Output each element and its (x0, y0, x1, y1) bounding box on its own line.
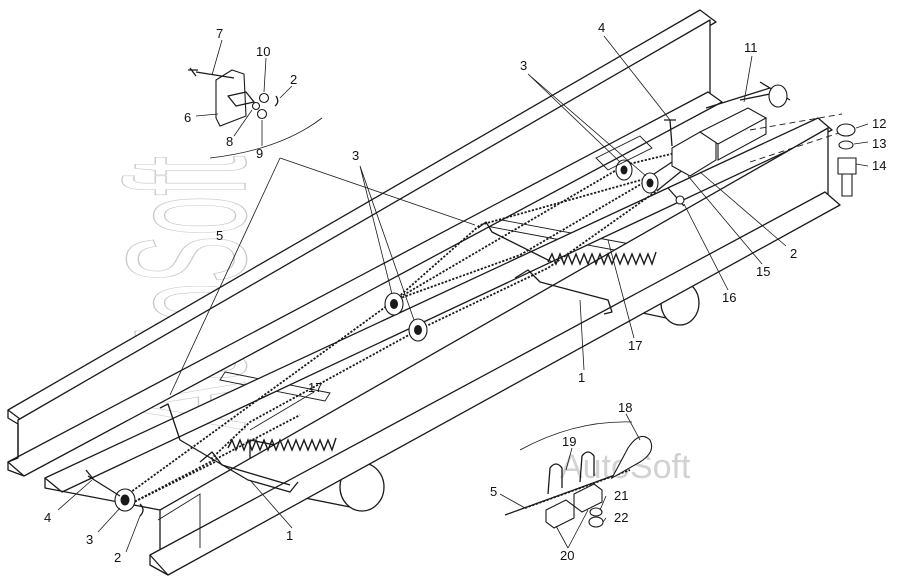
adjuster-housing (698, 107, 768, 161)
callout-20: 20 (560, 548, 574, 563)
right-rail-top-flange (44, 117, 833, 493)
bolt-7 (188, 67, 235, 79)
bracket-6 (215, 69, 247, 127)
right-fasteners (836, 123, 857, 197)
cable-upper-run (394, 177, 649, 301)
pulley-front-upper (615, 159, 633, 181)
right-rail-end-cut (157, 493, 201, 548)
left-rail-top-flange (7, 9, 717, 423)
callout-4: 4 (598, 20, 605, 35)
callout-5: 5 (216, 228, 223, 243)
u-bolt-19b (579, 451, 595, 483)
callout-13: 13 (872, 136, 886, 151)
callout-17: 17 (308, 380, 322, 395)
callout-15: 15 (756, 264, 770, 279)
rear-spring (227, 437, 337, 453)
callout-19: 19 (562, 434, 576, 449)
pulley-front-lower (641, 172, 659, 194)
callout-16: 16 (722, 290, 736, 305)
callout-12: 12 (872, 116, 886, 131)
lever-end-11 (768, 84, 788, 108)
callout-3: 3 (86, 532, 93, 547)
cross-strip-2 (219, 371, 331, 402)
cotter-pin-2-top (274, 95, 279, 107)
cable-long-top (119, 149, 689, 501)
callout-22: 22 (614, 510, 628, 525)
cable-eye-18 (610, 435, 653, 480)
nut-9 (256, 108, 268, 120)
front-bracket-1 (514, 269, 613, 315)
leader-lines (57, 35, 869, 553)
springs (227, 251, 657, 453)
pulleys (85, 159, 659, 517)
rear-pulley-bolt (85, 469, 121, 497)
nut-16 (675, 195, 685, 205)
callout-2: 2 (114, 550, 121, 565)
bracket-6-tab (227, 91, 255, 107)
cables (119, 149, 696, 506)
bolt-14 (837, 157, 857, 197)
equalizer-dashed-link (749, 113, 843, 163)
callout-3: 3 (352, 148, 359, 163)
nut-22 (588, 516, 604, 528)
callout-11: 11 (744, 40, 758, 55)
front-spring (547, 251, 657, 267)
nut-12 (836, 123, 856, 137)
pulley-mid-lower (408, 318, 428, 342)
callout-1: 1 (578, 370, 585, 385)
callout-1: 1 (286, 528, 293, 543)
inset-leader-2 (169, 157, 281, 396)
washer-13 (838, 140, 854, 150)
callout-6: 6 (184, 110, 191, 125)
clamp-block-20b (573, 483, 603, 513)
cable-mid-lower (417, 189, 659, 331)
bracket-plate-15 (595, 135, 653, 171)
callout-2: 2 (290, 72, 297, 87)
callout-18: 18 (618, 400, 632, 415)
callout-numbers: 7 10 2 6 8 9 3 4 3 11 12 13 14 5 2 15 16… (44, 20, 886, 565)
right-rail-bottom-flange (149, 191, 841, 576)
callout-7: 7 (216, 26, 223, 41)
callout-4: 4 (44, 510, 51, 525)
detail-clamp-inset (504, 421, 653, 529)
callout-3: 3 (520, 58, 527, 73)
pulley-mid-upper (384, 292, 404, 316)
right-rail-end-face (44, 478, 169, 576)
callout-5: 5 (490, 484, 497, 499)
left-rail-end-face (7, 410, 25, 477)
clamp-inset-arc (519, 421, 633, 451)
front-adjuster-assembly (595, 81, 843, 207)
inset-leader-1 (279, 157, 476, 226)
detail-bracket-inset (169, 67, 476, 396)
cable-rear-branch (127, 329, 419, 506)
left-rail-bottom-flange (7, 91, 723, 477)
right-frame-rail (44, 117, 841, 576)
callout-9: 9 (256, 146, 263, 161)
callout-17: 17 (628, 338, 642, 353)
nut-10 (258, 92, 270, 104)
callout-8: 8 (226, 134, 233, 149)
washer-8 (251, 101, 261, 111)
callout-21: 21 (614, 488, 628, 503)
left-frame-rail (7, 9, 723, 477)
callout-2: 2 (790, 246, 797, 261)
pulley-rear (114, 488, 136, 512)
callout-10: 10 (256, 44, 270, 59)
rear-cotter-pin (139, 503, 144, 517)
u-bolt-19a (547, 463, 563, 495)
washer-21 (589, 507, 603, 517)
inset-arc (209, 117, 323, 159)
callout-14: 14 (872, 158, 886, 173)
clamp-block-20a (545, 499, 575, 529)
